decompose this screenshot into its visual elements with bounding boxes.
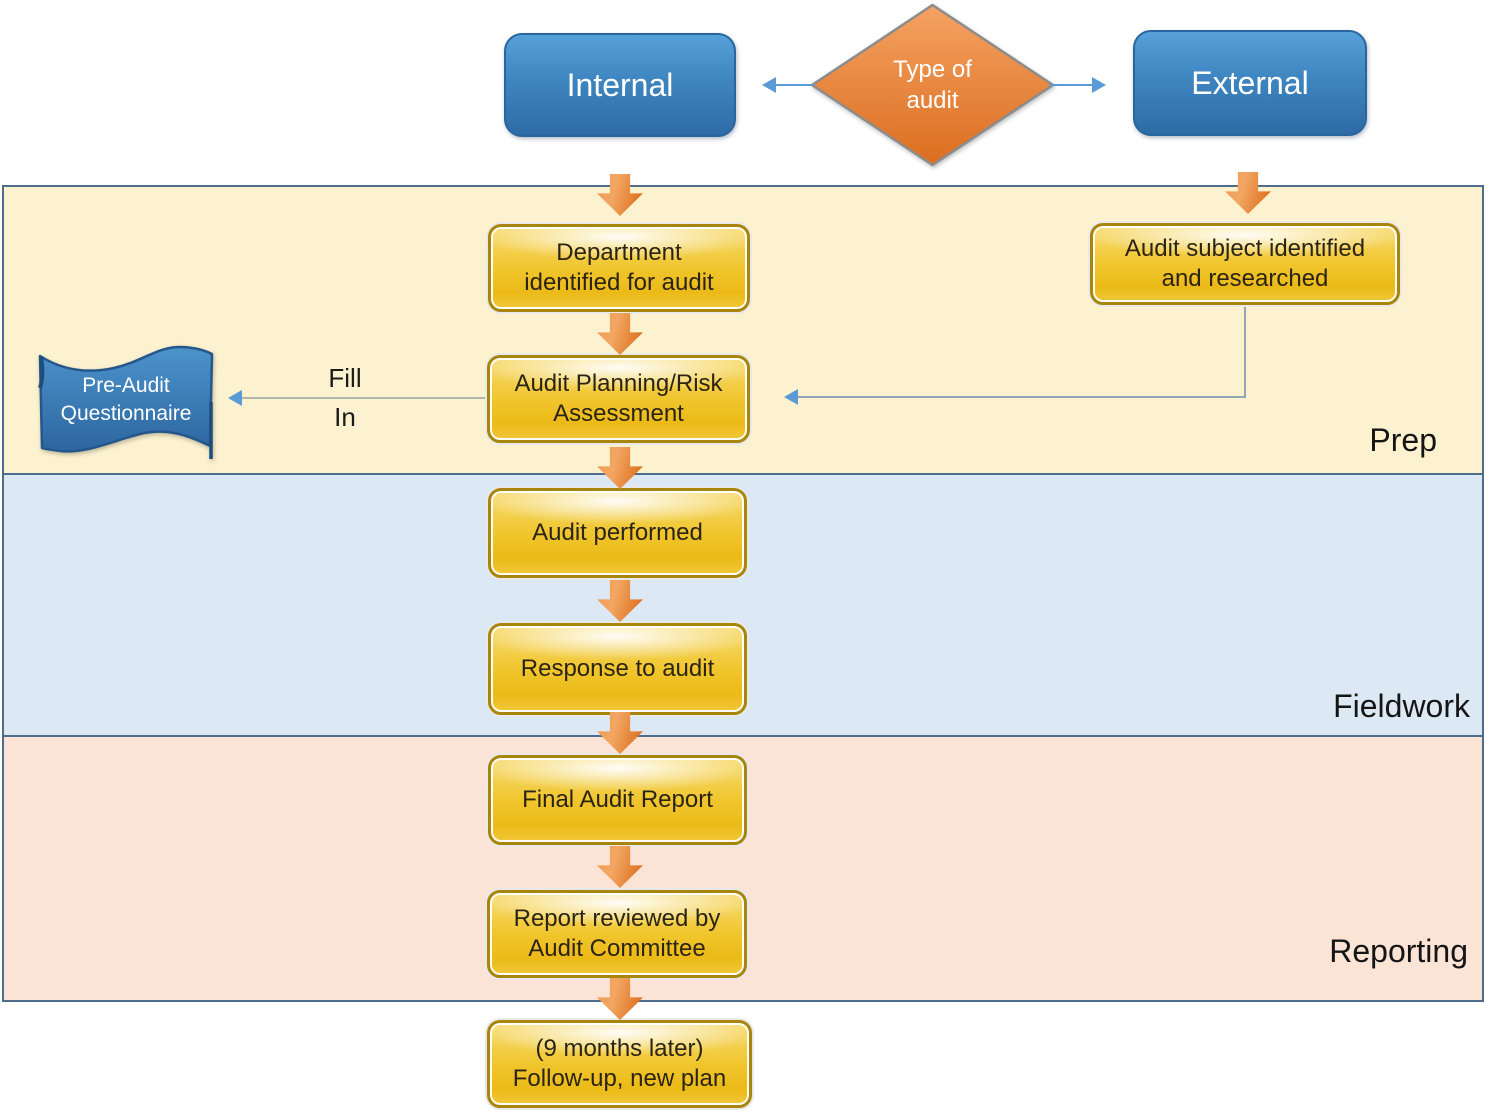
connector-fill-in-line: [242, 397, 487, 399]
arrowhead-right-icon: [1092, 77, 1106, 93]
pre-audit-questionnaire-label: Pre-Audit Questionnaire: [60, 373, 192, 425]
node-department-identified: Department identified for audit: [488, 224, 750, 312]
phase-label-prep: Prep: [1369, 422, 1437, 458]
arrowhead-subject-to-planning-icon: [784, 389, 798, 405]
node-internal: Internal: [504, 33, 736, 137]
in-label: In: [334, 402, 356, 432]
connector-diamond-to-internal: [776, 84, 814, 86]
artifact-pre-audit-questionnaire: Pre-Audit Questionnaire: [34, 342, 218, 462]
diamond-icon: [809, 3, 1056, 167]
phase-label-reporting: Reporting: [1329, 933, 1468, 969]
connector-diamond-to-external: [1050, 84, 1094, 86]
node-audit-subject: Audit subject identified and researched: [1090, 223, 1400, 305]
node-follow-up: (9 months later) Follow-up, new plan: [487, 1020, 752, 1108]
phase-label-fieldwork: Fieldwork: [1333, 688, 1470, 724]
node-report-reviewed: Report reviewed by Audit Committee: [487, 890, 747, 978]
node-response-to-audit: Response to audit: [488, 623, 747, 715]
connector-subject-horizontal: [798, 396, 1246, 398]
connector-subject-vertical: [1244, 304, 1246, 398]
decision-label: Type of audit: [893, 55, 972, 114]
node-external: External: [1133, 30, 1367, 136]
node-external-label: External: [1191, 64, 1309, 101]
fill-label: Fill: [328, 363, 362, 393]
node-audit-planning: Audit Planning/Risk Assessment: [487, 355, 750, 443]
arrowhead-fill-in-icon: [228, 390, 242, 406]
decision-type-of-audit: Type of audit: [809, 3, 1056, 167]
node-audit-performed: Audit performed: [488, 488, 747, 578]
arrowhead-left-icon: [762, 77, 776, 93]
node-final-audit-report: Final Audit Report: [488, 755, 747, 845]
flag-icon: [38, 345, 214, 459]
node-internal-label: Internal: [566, 66, 674, 103]
